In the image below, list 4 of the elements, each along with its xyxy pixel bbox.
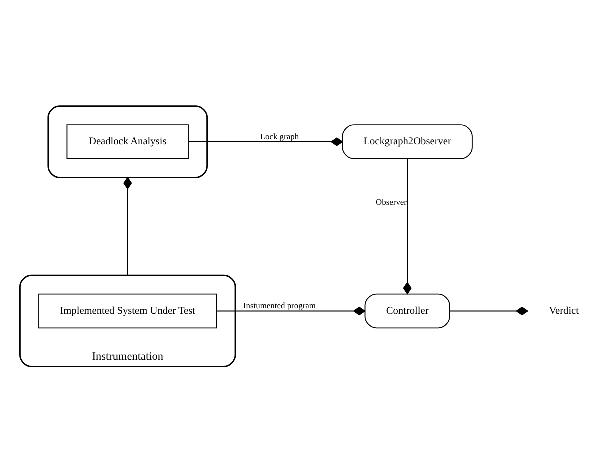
edge-label: Instumented program	[243, 300, 316, 310]
edge-label: Observer	[376, 196, 407, 207]
node-text: Verdict	[549, 305, 580, 316]
edge-label: Lock graph	[260, 130, 300, 141]
